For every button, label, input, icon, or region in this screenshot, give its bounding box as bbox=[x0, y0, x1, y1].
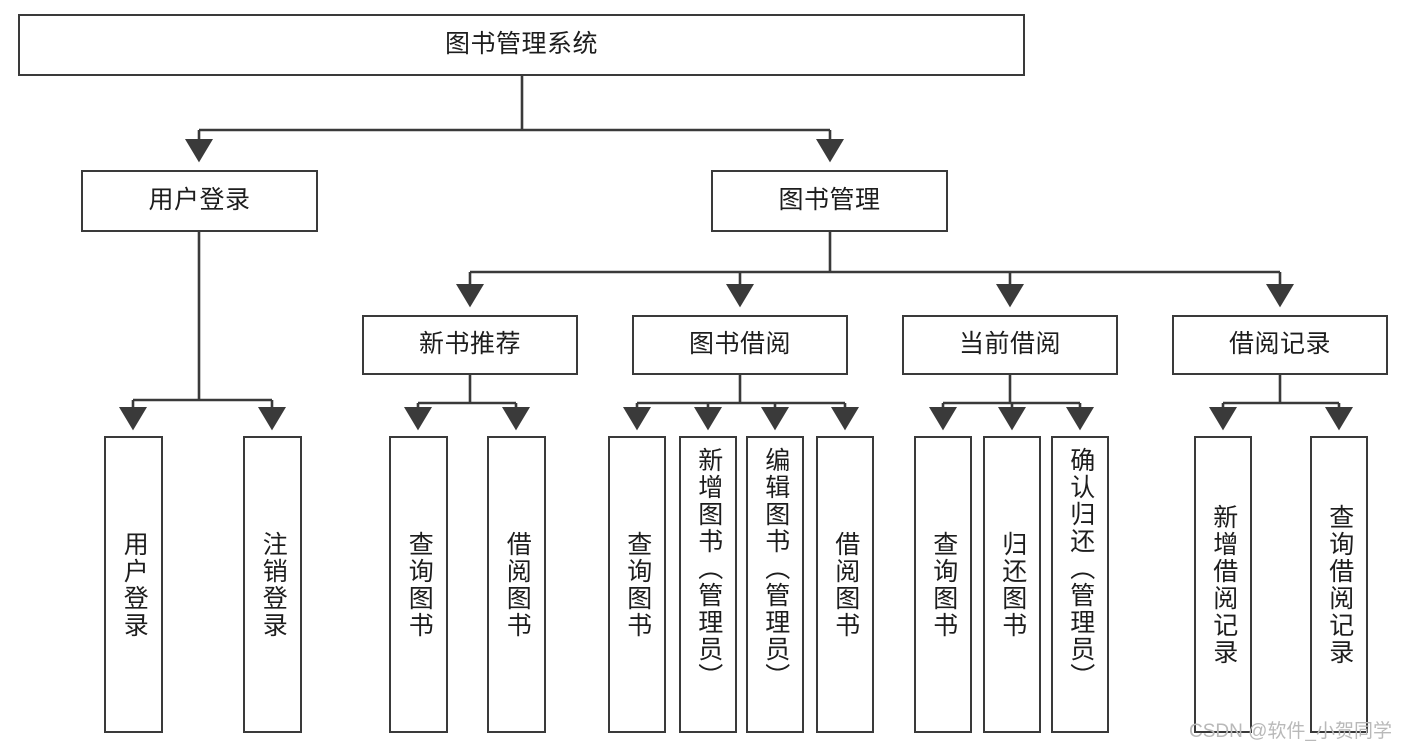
leaf-recommend-borrow-book[interactable]: 借阅图书 bbox=[487, 436, 546, 733]
node-label: 借阅图书 bbox=[503, 530, 532, 639]
leaf-borrow-borrow-book[interactable]: 借阅图书 bbox=[816, 436, 874, 733]
node-label: 用户登录 bbox=[120, 530, 149, 639]
node-label: 归还图书 bbox=[998, 530, 1027, 639]
leaf-user-login-signout[interactable]: 注销登录 bbox=[243, 436, 302, 733]
node-book-borrow[interactable]: 图书借阅 bbox=[632, 315, 848, 375]
node-label: 用户登录 bbox=[148, 186, 251, 215]
node-label: 借阅图书 bbox=[831, 530, 860, 639]
leaf-current-return-book[interactable]: 归还图书 bbox=[983, 436, 1041, 733]
csdn-watermark: CSDN @软件_小贺同学 bbox=[1189, 721, 1392, 742]
node-label: 查询图书 bbox=[405, 530, 434, 639]
node-new-book-recommend[interactable]: 新书推荐 bbox=[362, 315, 578, 375]
node-label: 新增图书（管理员） bbox=[694, 447, 723, 690]
node-label: 借阅记录 bbox=[1228, 330, 1331, 359]
node-label: 查询图书 bbox=[623, 530, 652, 639]
node-label: 查询图书 bbox=[929, 530, 958, 639]
leaf-record-add-record[interactable]: 新增借阅记录 bbox=[1194, 436, 1252, 733]
leaf-current-confirm-return-admin[interactable]: 确认归还（管理员） bbox=[1051, 436, 1109, 733]
node-label: 编辑图书（管理员） bbox=[761, 447, 790, 690]
leaf-recommend-query-book[interactable]: 查询图书 bbox=[389, 436, 448, 733]
node-user-login[interactable]: 用户登录 bbox=[81, 170, 318, 232]
node-label: 当前借阅 bbox=[958, 330, 1061, 359]
node-label: 新书推荐 bbox=[418, 330, 521, 359]
node-book-management[interactable]: 图书管理 bbox=[711, 170, 948, 232]
leaf-current-query-book[interactable]: 查询图书 bbox=[914, 436, 972, 733]
node-label: 注销登录 bbox=[259, 530, 288, 639]
node-label: 新增借阅记录 bbox=[1209, 503, 1238, 666]
node-root-system[interactable]: 图书管理系统 bbox=[18, 14, 1025, 76]
node-current-borrow[interactable]: 当前借阅 bbox=[902, 315, 1118, 375]
node-label: 图书管理系统 bbox=[444, 30, 598, 59]
leaf-borrow-edit-book-admin[interactable]: 编辑图书（管理员） bbox=[746, 436, 804, 733]
node-borrow-record[interactable]: 借阅记录 bbox=[1172, 315, 1388, 375]
leaf-borrow-query-book[interactable]: 查询图书 bbox=[608, 436, 666, 733]
leaf-borrow-add-book-admin[interactable]: 新增图书（管理员） bbox=[679, 436, 737, 733]
leaf-user-login-signin[interactable]: 用户登录 bbox=[104, 436, 163, 733]
leaf-record-query-record[interactable]: 查询借阅记录 bbox=[1310, 436, 1368, 733]
node-label: 查询借阅记录 bbox=[1325, 503, 1354, 666]
node-label: 图书借阅 bbox=[688, 330, 791, 359]
node-label: 确认归还（管理员） bbox=[1066, 447, 1095, 690]
node-label: 图书管理 bbox=[778, 186, 881, 215]
